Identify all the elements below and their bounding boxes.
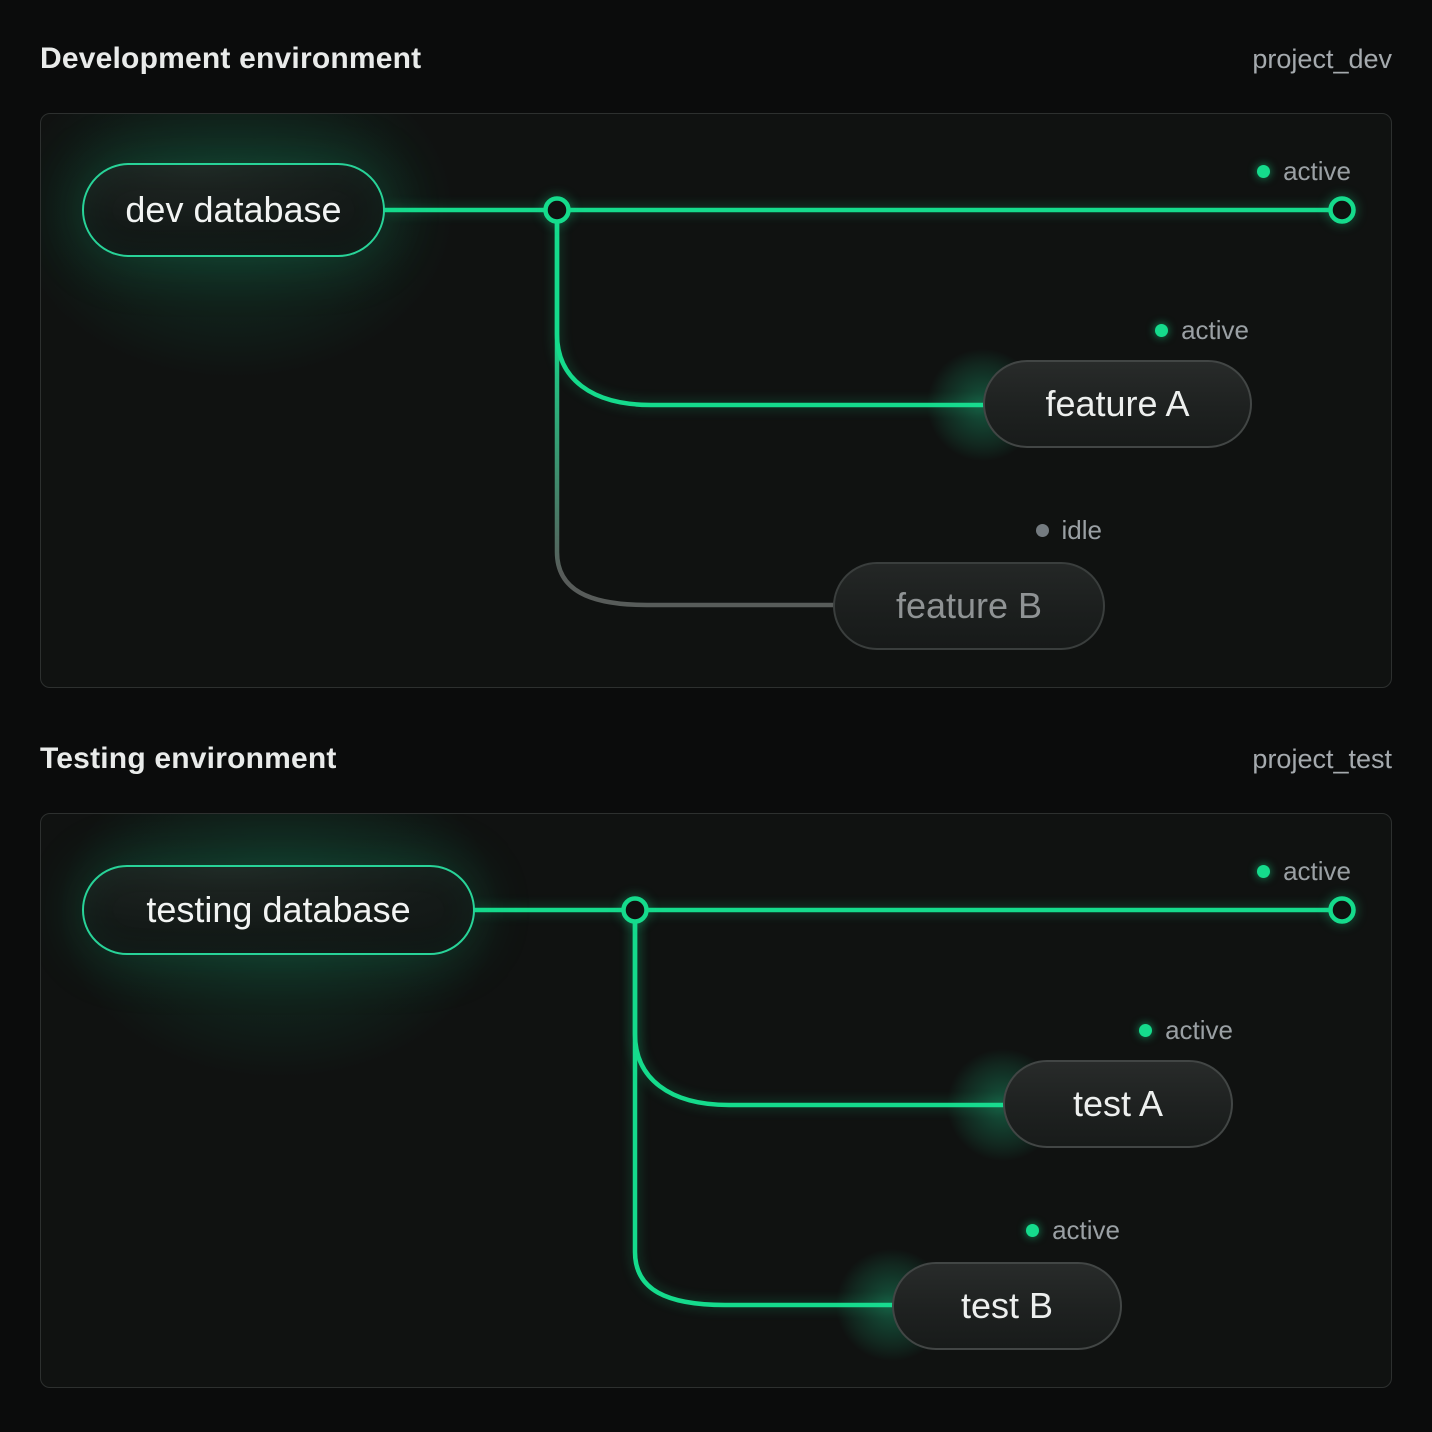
status-text: active [1283,856,1351,886]
status-text: active [1283,156,1351,186]
dev-env-header: Development environment project_dev [40,42,1392,76]
branch-line-feature-a [554,207,986,408]
branch-line-test-b [632,907,895,1308]
status-badge-test-a: active [1139,1014,1233,1046]
status-badge-feature-a: active [1155,314,1249,346]
dev-env-panel: dev database feature A feature B active … [40,113,1392,688]
database-label: testing database [146,889,411,930]
branch-label: feature A [1045,383,1190,424]
branch-label: test B [960,1285,1054,1326]
status-text: active [1181,315,1249,345]
status-badge-main: active [1257,155,1351,187]
test-branch-wires [472,896,1356,1308]
branch-node-feature-a[interactable]: feature A [983,360,1252,448]
branch-node-test-a[interactable]: test A [1003,1060,1233,1148]
project-label-dev: project_dev [1252,44,1392,74]
status-badge-feature-b: idle [1035,514,1102,546]
project-label-test: project_test [1252,744,1392,774]
branch-label: test A [1072,1083,1164,1124]
section-title-test: Testing environment [40,742,337,775]
dev-branch-wires [382,196,1356,608]
database-label: dev database [125,189,342,230]
database-node-test[interactable]: testing database [82,865,475,955]
status-dot-icon [1035,523,1049,537]
branch-node-test-b[interactable]: test B [892,1262,1122,1350]
status-dot-icon [1026,1223,1040,1237]
status-dot-icon [1257,864,1271,878]
branch-line-feature-b [554,207,836,608]
branch-node-feature-b[interactable]: feature B [833,562,1105,650]
database-node-dev[interactable]: dev database [82,163,385,257]
status-text: active [1165,1015,1233,1045]
test-env-header: Testing environment project_test [40,742,1392,776]
status-text: active [1052,1215,1120,1245]
status-badge-test-b: active [1026,1214,1120,1246]
junction-node [543,196,571,224]
test-env-panel: testing database test A test B active ac… [40,813,1392,1388]
branch-label: feature B [895,585,1043,626]
branch-head-node [1328,896,1356,924]
status-badge-main: active [1257,855,1351,887]
branch-line-test-a [632,907,1006,1108]
branch-head-node [1328,196,1356,224]
section-title-dev: Development environment [40,42,422,75]
junction-node [621,896,649,924]
status-dot-icon [1139,1023,1153,1037]
status-dot-icon [1155,323,1169,337]
status-dot-icon [1257,164,1271,178]
status-text: idle [1061,515,1102,545]
